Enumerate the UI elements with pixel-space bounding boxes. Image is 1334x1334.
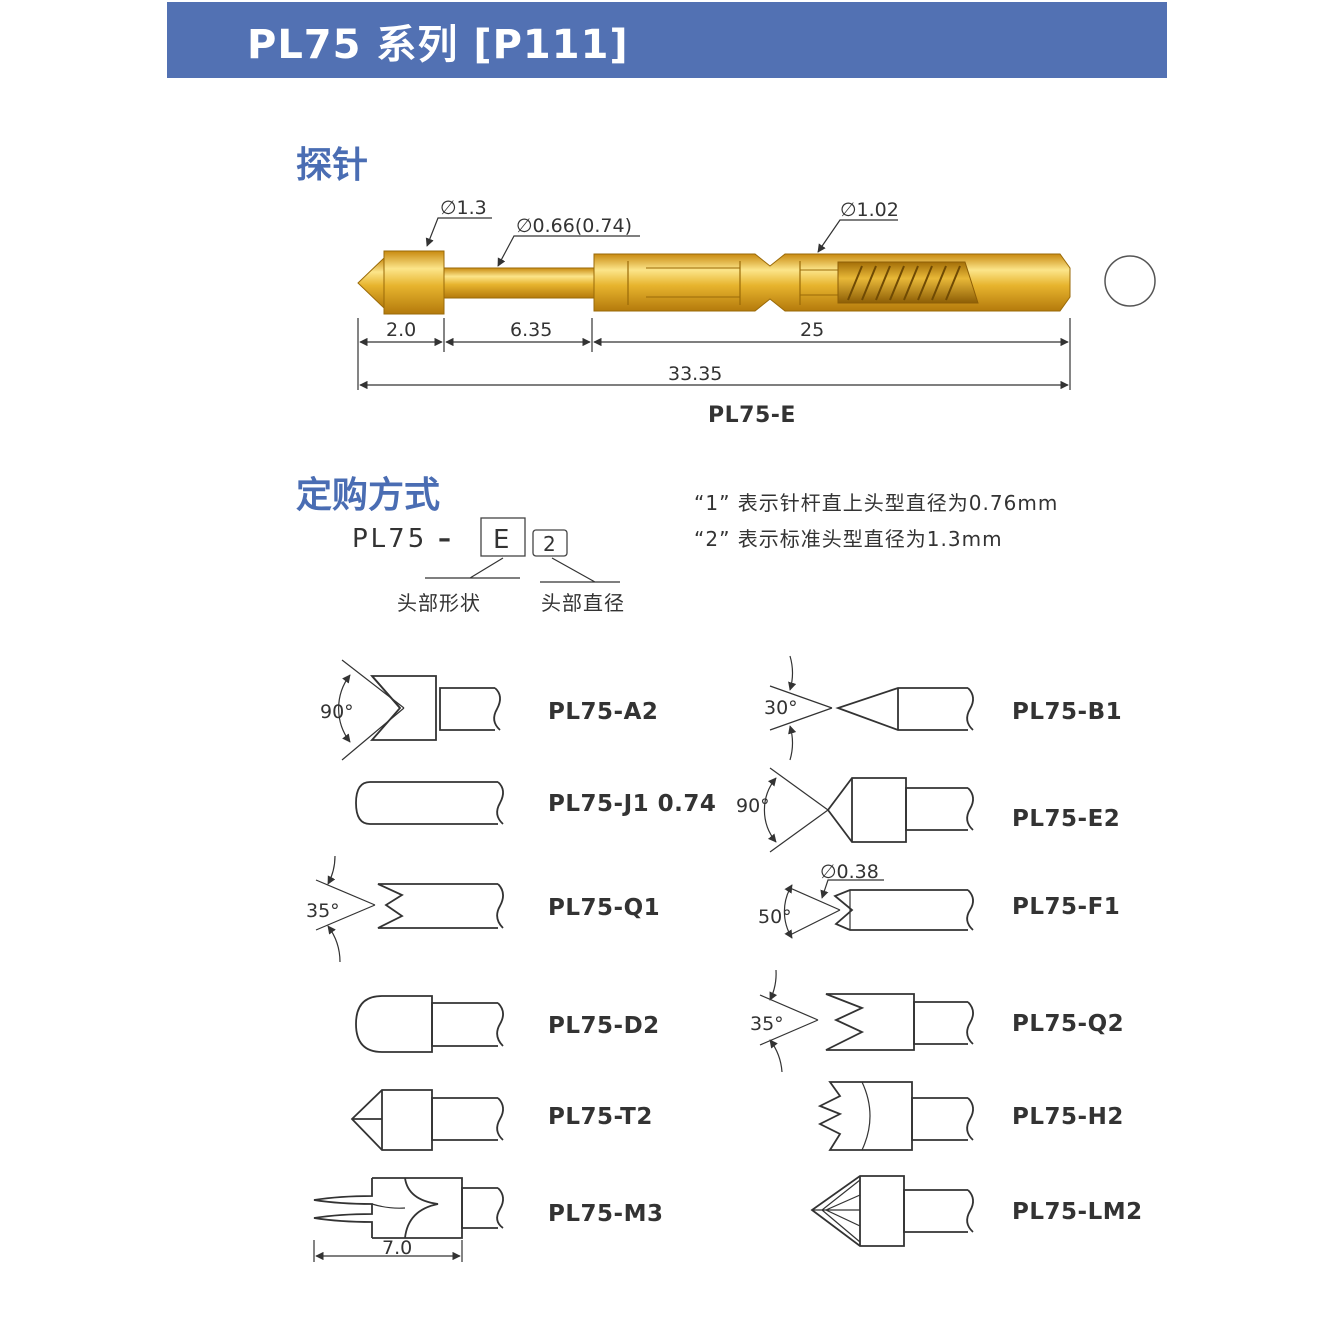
crown-4-point-tip-icon bbox=[315, 855, 504, 963]
section-heading-ordering: 定购方式 bbox=[296, 475, 441, 516]
model-lm2: PL75-LM2 bbox=[1012, 1199, 1143, 1225]
angle-e2: 90° bbox=[736, 795, 770, 817]
head-type-pl75-m3: 7.0 PL75-M3 bbox=[313, 1177, 663, 1262]
label-head-shape: 头部形状 bbox=[397, 591, 481, 615]
head-type-pl75-lm2: PL75-LM2 bbox=[810, 1175, 1143, 1247]
len-plunger-label: 6.35 bbox=[510, 319, 552, 341]
head-type-pl75-j1: PL75-J1 0.74 bbox=[355, 781, 716, 825]
dia-code-box bbox=[532, 529, 568, 557]
model-j1: PL75-J1 0.74 bbox=[548, 791, 716, 817]
cup-tip-icon bbox=[783, 879, 974, 939]
head-code: E bbox=[493, 525, 509, 555]
probe-model-label: PL75-E bbox=[708, 403, 796, 428]
head-type-pl75-f1: 50° ∅0.38 PL75-F1 bbox=[758, 861, 1120, 939]
head-type-pl75-q2: 35° PL75-Q2 bbox=[750, 969, 1124, 1073]
model-t2: PL75-T2 bbox=[548, 1104, 653, 1130]
order-dash: – bbox=[438, 524, 451, 554]
star-tip-icon bbox=[810, 1175, 974, 1247]
dia-head-label: ∅1.3 bbox=[440, 197, 487, 219]
radius-tip-icon bbox=[355, 781, 504, 825]
angle-a2: 90° bbox=[320, 701, 354, 723]
model-e2: PL75-E2 bbox=[1012, 806, 1120, 832]
probe-pl75-e-drawing: ∅1.3 ∅0.66(0.74) ∅1.02 2.0 6.35 25 33.35… bbox=[357, 197, 1156, 428]
crown-large-tip-icon bbox=[759, 969, 974, 1073]
len-barrel-label: 25 bbox=[800, 319, 824, 341]
claw-tip-icon bbox=[313, 1177, 504, 1262]
model-f1: PL75-F1 bbox=[1012, 894, 1120, 920]
model-d2: PL75-D2 bbox=[548, 1013, 660, 1039]
angle-q1: 35° bbox=[306, 900, 340, 922]
head-type-pl75-h2: PL75-H2 bbox=[817, 1081, 1124, 1151]
len-head-label: 2.0 bbox=[386, 319, 416, 341]
angle-q2: 35° bbox=[750, 1013, 784, 1035]
label-head-diameter: 头部直径 bbox=[541, 591, 625, 615]
note-2: “2” 表示标准头型直径为1.3mm bbox=[694, 527, 1003, 551]
head-type-pl75-t2: PL75-T2 bbox=[350, 1089, 653, 1151]
dome-tip-icon bbox=[355, 995, 504, 1053]
page-title: PL75 系列 [P111] bbox=[247, 22, 629, 68]
head-type-pl75-b1: 30° PL75-B1 bbox=[764, 655, 1122, 761]
cone-90-tip-icon bbox=[338, 659, 501, 761]
model-q2: PL75-Q2 bbox=[1012, 1011, 1124, 1037]
section-heading-probe: 探针 bbox=[296, 145, 369, 186]
model-b1: PL75-B1 bbox=[1012, 699, 1122, 725]
serrated-tip-icon bbox=[817, 1081, 974, 1151]
spear-30-tip-icon bbox=[769, 655, 974, 761]
head-type-pl75-e2: 90° PL75-E2 bbox=[736, 767, 1120, 853]
header-banner: PL75 系列 [P111] bbox=[167, 2, 1167, 78]
angle-f1: 50° bbox=[758, 906, 792, 928]
order-prefix: PL75 bbox=[352, 524, 427, 554]
model-q1: PL75-Q1 bbox=[548, 895, 660, 921]
dia-code: 2 bbox=[543, 532, 556, 556]
head-type-pl75-d2: PL75-D2 bbox=[355, 995, 660, 1053]
dia-barrel-label: ∅1.02 bbox=[840, 199, 899, 221]
head-type-pl75-a2: 90° PL75-A2 bbox=[320, 659, 658, 761]
end-view-circle bbox=[1104, 255, 1156, 307]
length-m3: 7.0 bbox=[382, 1237, 412, 1259]
head-type-pl75-q1: 35° PL75-Q1 bbox=[306, 855, 660, 963]
chisel-tip-icon bbox=[350, 1089, 504, 1151]
cone-90-large-tip-icon bbox=[763, 767, 974, 853]
angle-b1: 30° bbox=[764, 697, 798, 719]
model-a2: PL75-A2 bbox=[548, 699, 658, 725]
dia-f1: ∅0.38 bbox=[820, 861, 879, 883]
model-m3: PL75-M3 bbox=[548, 1201, 663, 1227]
head-code-box bbox=[480, 517, 526, 557]
ordering-code: PL75 – E 2 头部形状 头部直径 “1” 表示针杆直上头型直径为0.76… bbox=[352, 491, 1058, 615]
model-h2: PL75-H2 bbox=[1012, 1104, 1124, 1130]
dia-plunger-label: ∅0.66(0.74) bbox=[516, 215, 632, 237]
len-total-label: 33.35 bbox=[668, 363, 722, 385]
note-1: “1” 表示针杆直上头型直径为0.76mm bbox=[694, 491, 1058, 515]
